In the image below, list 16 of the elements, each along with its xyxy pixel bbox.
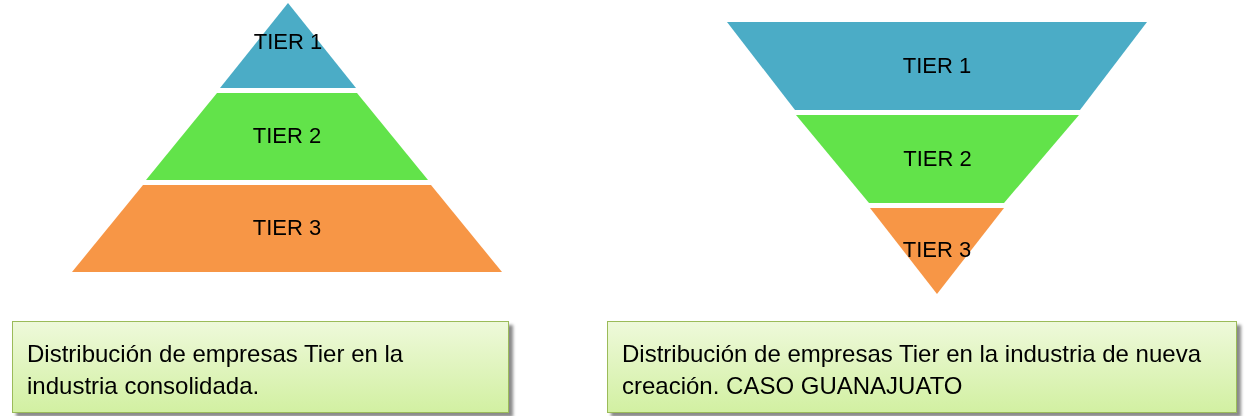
caption-box [607,321,1237,413]
tier-label: TIER 2 [902,146,973,172]
tier-label: TIER 3 [901,237,973,263]
tier-label: TIER 1 [252,29,324,55]
caption-text: Distribución de empresas Tier en la industria de nueva creación. CASO GUANAJUATO [622,339,1202,401]
pyramid-level [870,208,1004,294]
pyramid-level [796,115,1079,203]
pyramid-level [727,22,1147,110]
tier-label: TIER 1 [901,53,973,79]
tier-label: TIER 3 [251,215,323,241]
caption-box [12,321,509,413]
tier-label: TIER 2 [251,123,323,149]
pyramid-level [146,93,428,180]
caption-text: Distribución de empresas Tier en la industria consolidada. [27,339,405,401]
pyramid-level [220,3,356,88]
pyramid-level [72,185,502,272]
